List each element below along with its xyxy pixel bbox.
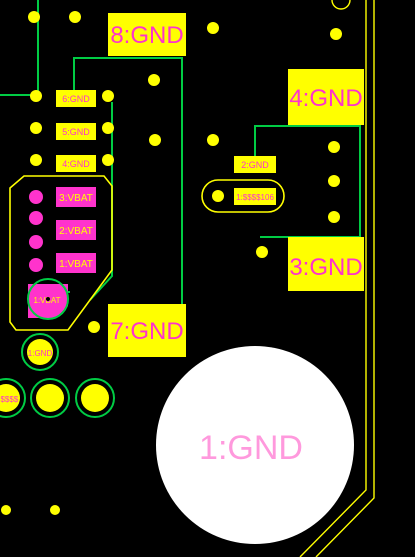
th-pad: [36, 384, 64, 412]
gnd4-label: 4:GND: [289, 85, 362, 112]
gnd5-pad: [56, 123, 96, 140]
via: [207, 22, 219, 34]
via: [50, 505, 60, 515]
via: [88, 321, 100, 333]
vbat-connector-outline: [9, 175, 113, 331]
th-pad: [81, 384, 109, 412]
via: [148, 74, 160, 86]
mounting-hole: [156, 346, 354, 544]
vbat1-pad: [56, 253, 96, 273]
gnd4-pad: [288, 69, 364, 125]
sig-small-pad: [234, 188, 276, 205]
vbat1-label: 1:VBAT: [59, 259, 93, 270]
via-grid: [1, 11, 342, 515]
via: [330, 28, 342, 40]
gnd5-label: 5:GND: [62, 127, 90, 137]
board-outline: [299, 0, 375, 557]
vbat3-pad: [56, 187, 96, 207]
vbat3-label: 3:VBAT: [59, 193, 93, 204]
vbat-round-ring: [27, 278, 69, 320]
via: [30, 122, 42, 134]
via: [30, 154, 42, 166]
gnd-round-pad: [27, 339, 53, 365]
via: [28, 11, 40, 23]
via: [69, 11, 81, 23]
gnd6-label: 6:GND: [62, 94, 90, 104]
gnd3-label: 3:GND: [289, 254, 362, 281]
gnd7-pad: [108, 304, 186, 357]
sig-component-outline: [201, 179, 285, 213]
vbat2-pad: [56, 220, 96, 240]
gnd6-pad: [56, 90, 96, 107]
vbat-pin-dot: [29, 235, 43, 249]
vbat2-label: 2:VBAT: [59, 226, 93, 237]
via: [328, 211, 340, 223]
through-hole-row: 1:$$$$: [0, 378, 115, 418]
sig-small-label: 1:$$$$106: [236, 193, 274, 202]
gnd4-small-label: 4:GND: [62, 159, 90, 169]
gnd-round-ring: [21, 333, 59, 371]
gnd3-pad: [288, 237, 364, 291]
gnd-round-label: 1:GND: [28, 349, 53, 358]
gnd2-small-label: 2:GND: [241, 160, 269, 170]
via: [207, 134, 219, 146]
gnd2-small-pad: [234, 156, 276, 173]
vbat-pin-dot: [29, 211, 43, 225]
gnd8-pad: [108, 13, 186, 56]
via: [102, 154, 114, 166]
via: [328, 141, 340, 153]
vbat-pin-dot: [29, 258, 43, 272]
gnd1-label: 1:GND: [199, 429, 303, 467]
gnd7-label: 7:GND: [110, 318, 183, 345]
gnd8-label: 8:GND: [110, 22, 183, 49]
large-gnd-pads: 8:GND 7:GND 4:GND 3:GND: [108, 13, 364, 357]
via: [30, 90, 42, 102]
via: [102, 90, 114, 102]
th-pad: [0, 384, 20, 412]
small-gnd-pads: 6:GND 5:GND 4:GND: [56, 90, 96, 172]
via: [1, 505, 11, 515]
via: [328, 175, 340, 187]
via: [149, 134, 161, 146]
sig-via: [212, 190, 224, 202]
vbat-pads: 3:VBAT 2:VBAT 1:VBAT 1:VBAT: [27, 187, 96, 320]
vbat-pin-dot: [29, 190, 43, 204]
vbat-center-hole: [46, 297, 50, 301]
right-small-pads: 2:GND 1:$$$$106: [201, 156, 285, 213]
via: [102, 122, 114, 134]
gnd4-small-pad: [56, 155, 96, 172]
via: [256, 246, 268, 258]
via-left-label: 1:$$$$: [0, 395, 19, 404]
